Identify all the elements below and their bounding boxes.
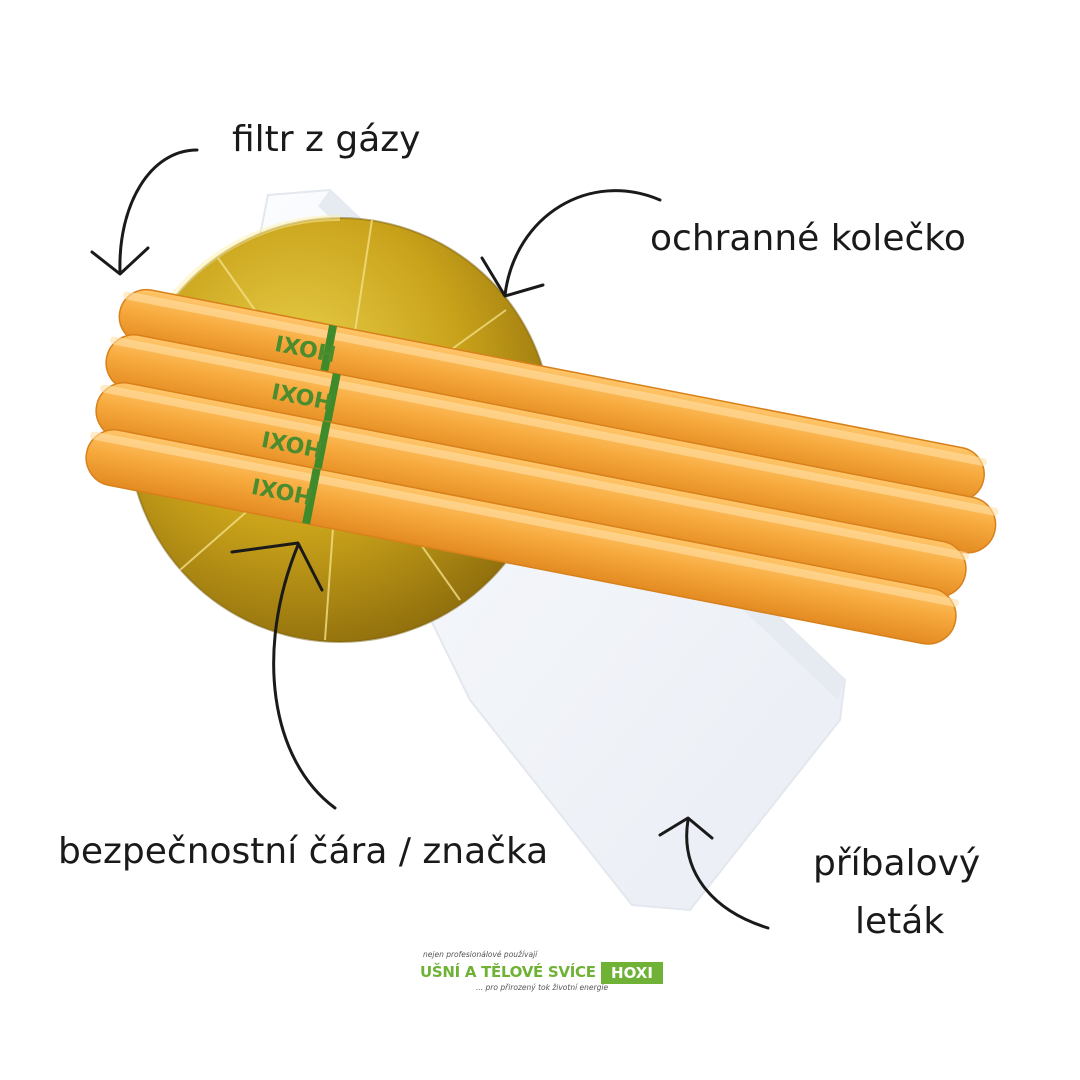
label-leaflet-line2: leták xyxy=(855,901,945,942)
label-protective-ring: ochranné kolečko xyxy=(650,218,966,259)
ear-candles: HOXI HOXI HOXI HOXI xyxy=(85,288,999,645)
logo-name: UŠNÍ A TĚLOVÉ SVÍCE xyxy=(420,963,596,981)
label-safety-line: bezpečnostní čára / značka xyxy=(58,831,549,872)
label-leaflet-line1: příbalový xyxy=(813,843,981,884)
label-filter: filtr z gázy xyxy=(232,119,421,160)
arrow-filter-icon xyxy=(90,148,199,276)
candle: HOXI xyxy=(85,429,959,645)
candle: HOXI xyxy=(95,382,969,598)
brand-logo: nejen profesionálové používají UŠNÍ A TĚ… xyxy=(418,950,668,1000)
arrow-ring-icon xyxy=(480,189,662,298)
logo-tagline: nejen profesionálové používají xyxy=(423,950,538,959)
logo-subline: ... pro přirozený tok životní energie xyxy=(476,983,609,992)
arrow-safety-line-icon xyxy=(230,541,337,810)
logo-brand-badge: HOXI xyxy=(601,962,663,984)
candle: HOXI xyxy=(118,288,987,503)
arrow-leaflet-icon xyxy=(658,816,770,930)
